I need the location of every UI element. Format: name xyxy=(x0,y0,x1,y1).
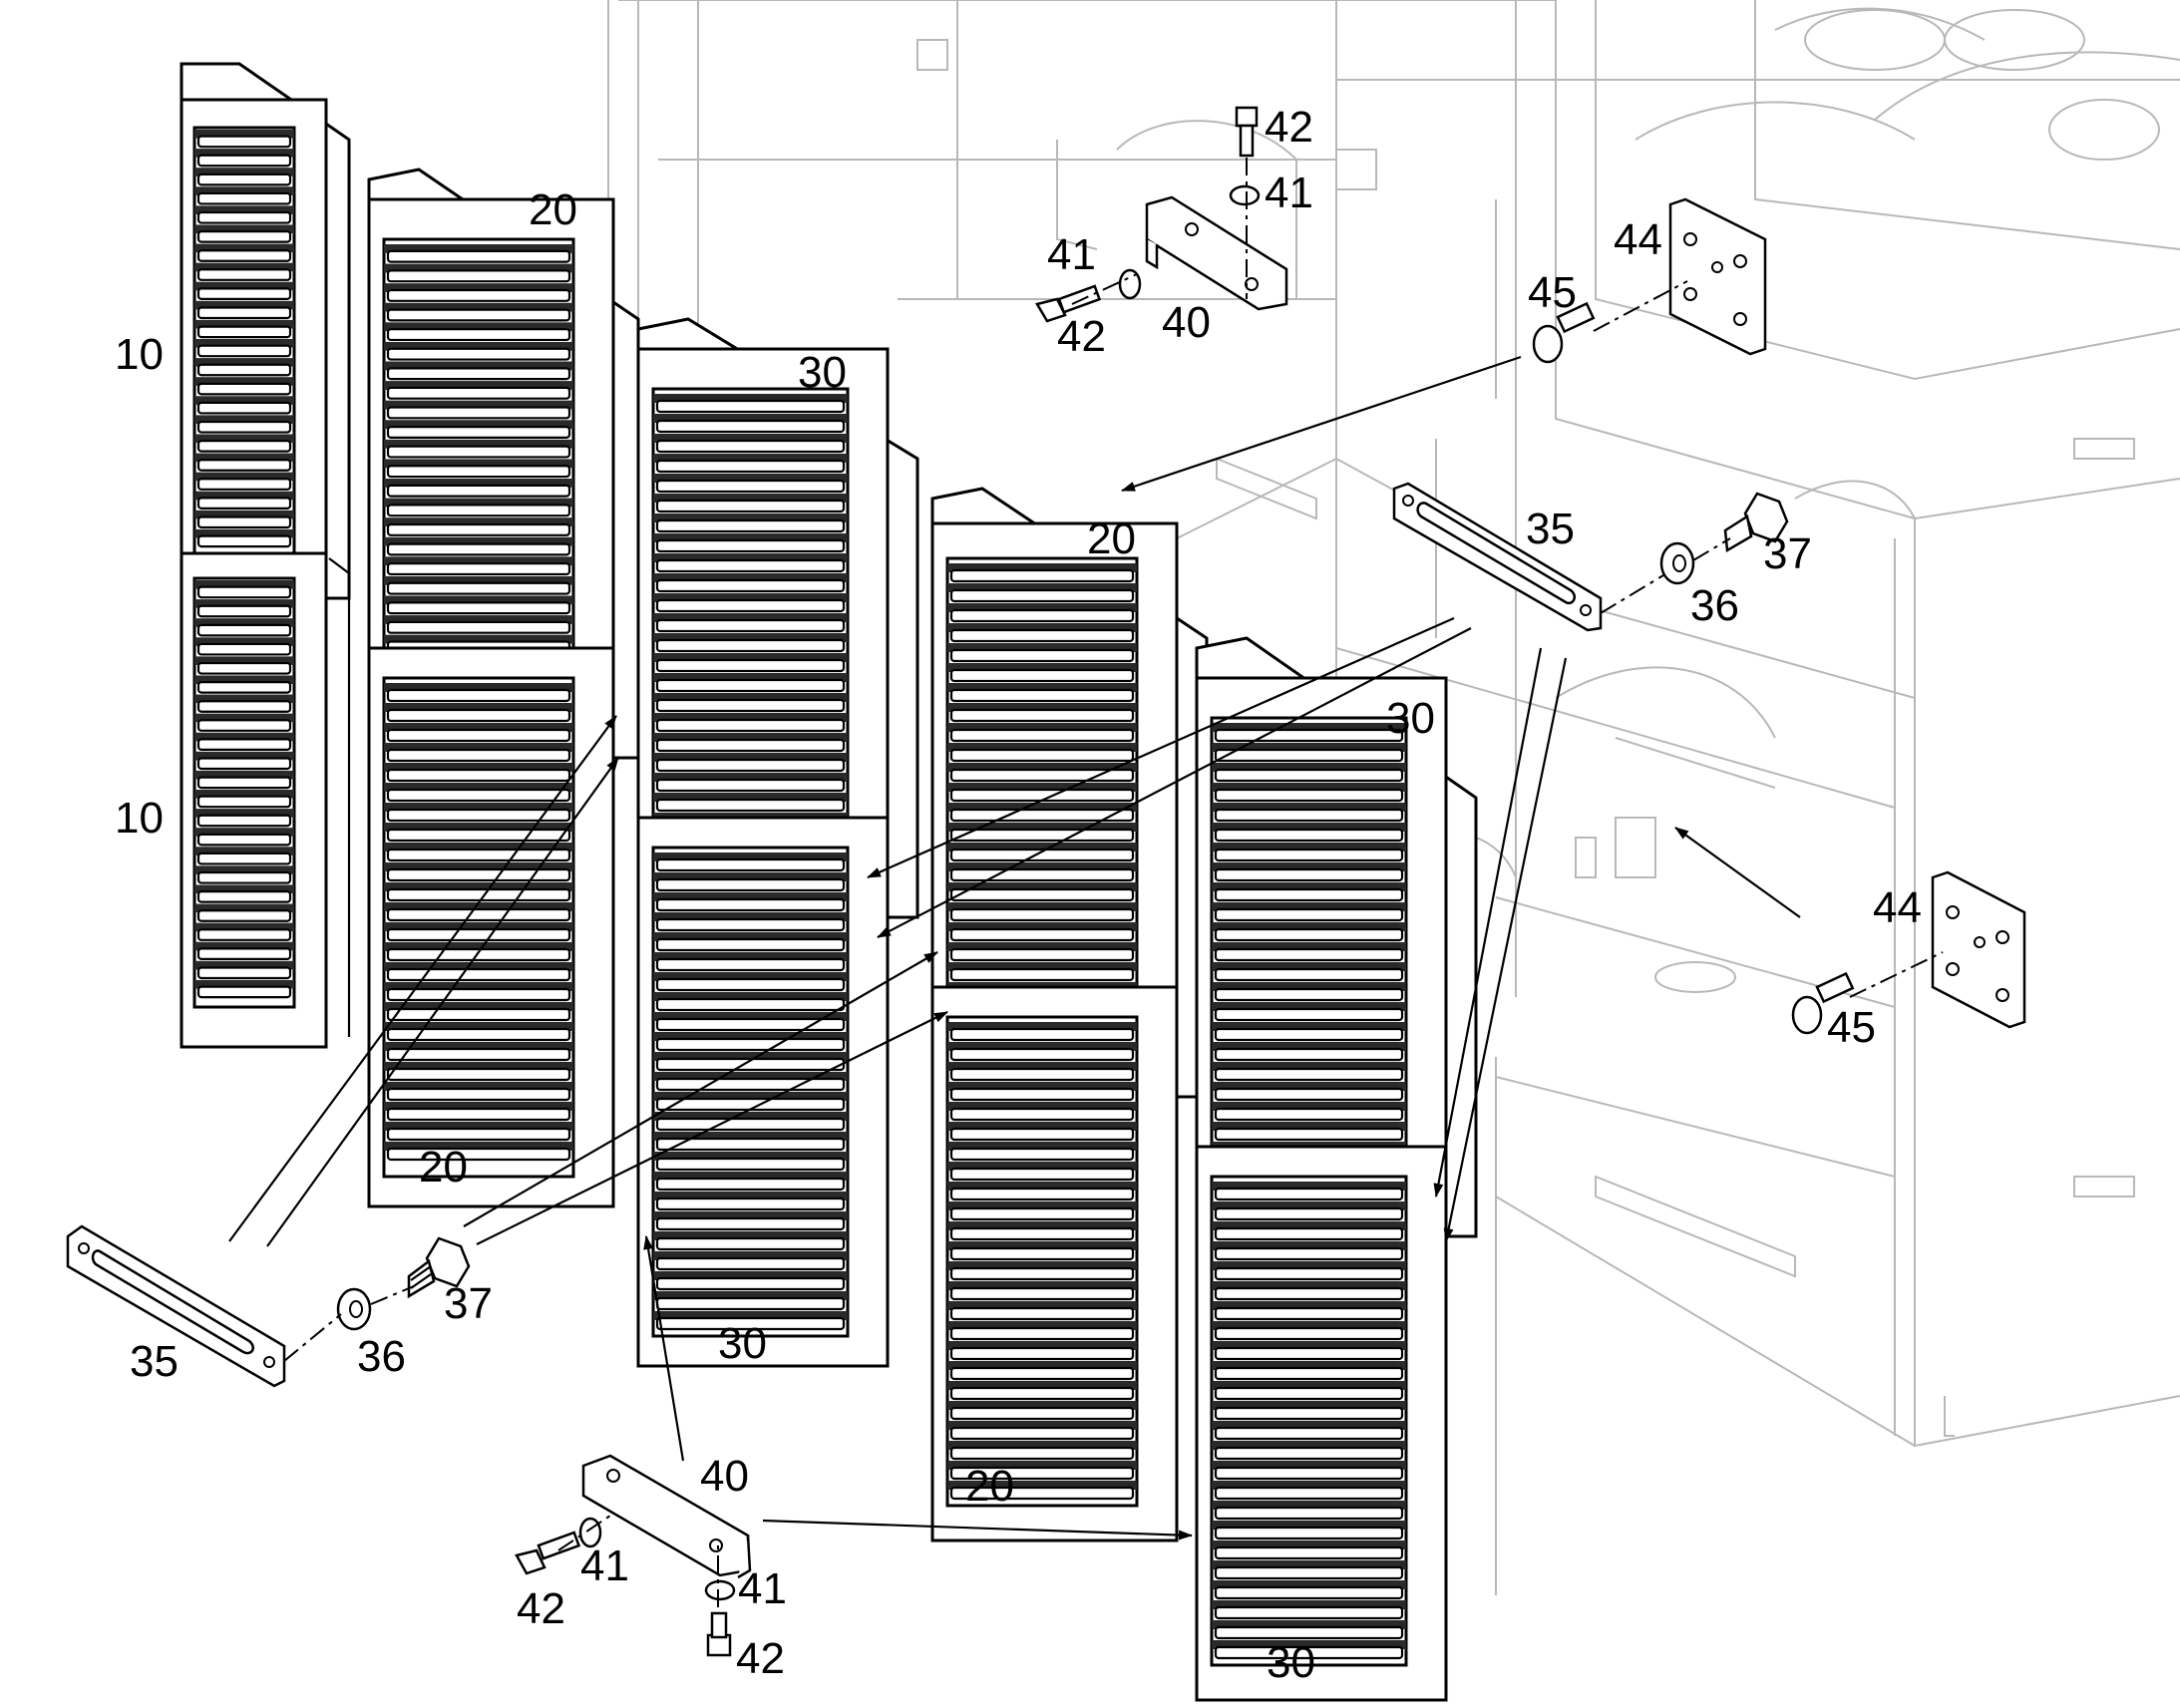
callout-44-top: 44 xyxy=(1614,215,1662,264)
mounting-plate-44-top xyxy=(1668,197,1767,356)
bracket-40-bottom xyxy=(581,1454,752,1579)
washer-36-right xyxy=(1659,541,1695,585)
leader-lines xyxy=(228,158,1944,1607)
callout-37-right: 37 xyxy=(1763,529,1812,578)
mounting-plate-44-bottom xyxy=(1931,870,2026,1029)
callout-42-bottom-right: 42 xyxy=(736,1634,785,1683)
flat-screw-45-set xyxy=(1532,301,1855,1035)
callout-37-left: 37 xyxy=(444,1279,493,1328)
louver-panel-30-middle-upper xyxy=(636,317,919,919)
callout-20-lower-right: 20 xyxy=(965,1462,1014,1511)
callout-30-bottom: 30 xyxy=(1267,1638,1315,1687)
callout-41-top-left: 41 xyxy=(1047,230,1096,279)
louver-panel-10-lower xyxy=(180,140,351,1049)
callout-40-bottom: 40 xyxy=(700,1452,749,1501)
callout-10-upper: 10 xyxy=(115,330,164,379)
callout-35-right: 35 xyxy=(1526,505,1575,553)
callout-42-bottom-left: 42 xyxy=(517,1584,565,1633)
callout-42-top-left: 42 xyxy=(1057,312,1106,361)
callout-41-bottom-left: 41 xyxy=(580,1541,629,1590)
callout-30-top: 30 xyxy=(798,348,847,397)
callout-10-lower: 10 xyxy=(115,794,164,843)
callout-36-left: 36 xyxy=(357,1332,406,1381)
louver-panel-20-lower-left xyxy=(367,646,615,1208)
bracket-40-top xyxy=(1145,195,1288,311)
enclosure-background xyxy=(607,0,2180,1595)
lock-washer-41-set xyxy=(578,184,1261,1601)
callout-44-bottom: 44 xyxy=(1873,883,1922,932)
slotted-bar-35-left xyxy=(66,1224,286,1388)
callout-45-bottom: 45 xyxy=(1827,1003,1876,1052)
callout-36-right: 36 xyxy=(1690,581,1739,630)
louver-panel-20-right-lower xyxy=(930,985,1179,1542)
callout-20-lower-left: 20 xyxy=(419,1143,468,1192)
louver-panel-10-upper xyxy=(180,62,351,600)
louver-panel-30-right-upper xyxy=(1195,636,1478,1238)
louver-panel-30-middle-lower xyxy=(636,816,890,1368)
louver-panel-20-right-upper xyxy=(930,487,1209,1099)
bolt-37-left xyxy=(407,1236,471,1299)
callout-41-top-right: 41 xyxy=(1265,169,1313,217)
slotted-bar-35-right xyxy=(1392,482,1603,632)
washer-36-left xyxy=(336,1287,372,1331)
callout-35-left: 35 xyxy=(130,1337,179,1386)
bolt-37-right xyxy=(1723,492,1789,553)
bolt-42-set xyxy=(515,106,1259,1657)
callout-42-top-right: 42 xyxy=(1265,103,1313,152)
callout-40-top: 40 xyxy=(1162,298,1211,347)
callout-labels: 10 10 20 20 20 20 30 30 30 30 35 35 36 3… xyxy=(115,103,1922,1687)
callout-30-middle: 30 xyxy=(718,1319,767,1368)
louver-panel-30-right-lower xyxy=(1195,1145,1448,1702)
callout-20-center: 20 xyxy=(1087,514,1136,563)
louver-panel-20-upper-left xyxy=(367,168,640,760)
callout-41-bottom-right: 41 xyxy=(738,1564,787,1613)
callout-30-right: 30 xyxy=(1386,694,1435,743)
callout-45-top: 45 xyxy=(1528,268,1577,317)
callout-20-top: 20 xyxy=(529,185,577,234)
